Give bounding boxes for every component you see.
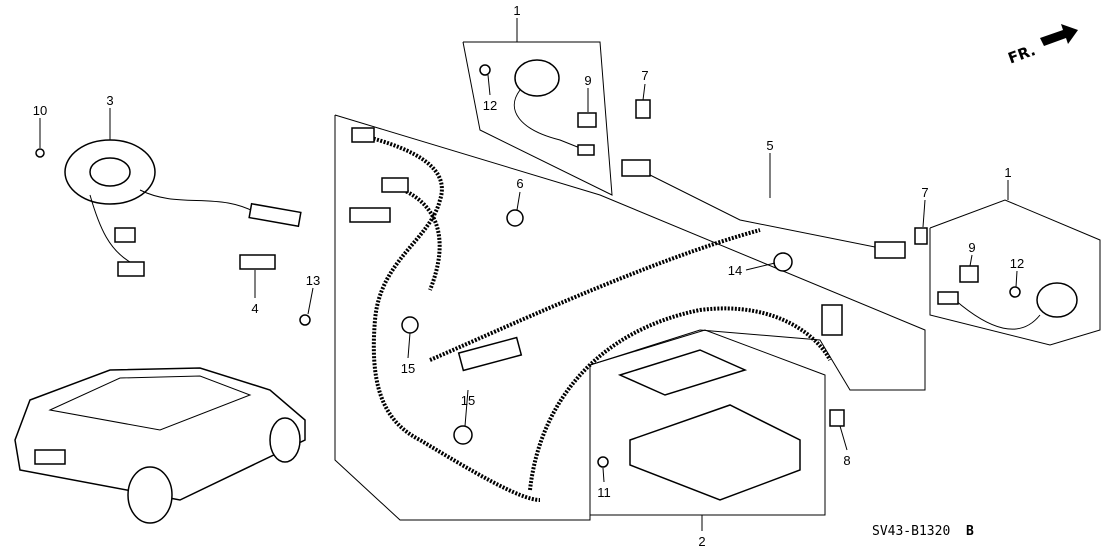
callout-8: 8 bbox=[843, 453, 850, 468]
callout-7-top: 7 bbox=[641, 68, 648, 83]
callout-12-top: 12 bbox=[483, 98, 497, 113]
front-direction-label: FR. bbox=[1006, 41, 1038, 67]
leader-lines bbox=[39, 18, 1018, 531]
clip-15-b bbox=[453, 425, 473, 445]
group-box-right-sensor bbox=[929, 199, 1101, 346]
callout-5: 5 bbox=[766, 138, 773, 153]
callout-13: 13 bbox=[306, 273, 320, 288]
diagram-code: SV43-B1320 bbox=[872, 524, 950, 539]
bolt-11 bbox=[597, 456, 609, 468]
group-box-harness bbox=[334, 114, 926, 521]
cable-reel-part bbox=[64, 139, 302, 277]
callout-9-right: 9 bbox=[968, 240, 975, 255]
callout-15-a: 15 bbox=[401, 361, 415, 376]
clip-7-top bbox=[635, 99, 651, 119]
srs-unit-2 bbox=[617, 349, 801, 501]
callout-11: 11 bbox=[597, 485, 611, 500]
bolt-12-top bbox=[479, 64, 491, 76]
callout-1-top: 1 bbox=[513, 3, 520, 18]
harness-5 bbox=[621, 159, 906, 259]
group-box-unit bbox=[589, 329, 826, 516]
group-box-top-sensor bbox=[462, 41, 613, 196]
impact-sensor-top bbox=[513, 59, 597, 156]
callout-9-top: 9 bbox=[584, 73, 591, 88]
callout-2: 2 bbox=[698, 534, 705, 549]
diagram-revision: B bbox=[966, 524, 974, 539]
callout-3: 3 bbox=[106, 93, 113, 108]
callout-15-b: 15 bbox=[461, 393, 475, 408]
callout-10: 10 bbox=[33, 103, 47, 118]
callout-12-right: 12 bbox=[1010, 256, 1024, 271]
impact-sensor-right bbox=[937, 265, 1078, 330]
callout-4: 4 bbox=[251, 301, 258, 316]
callout-6: 6 bbox=[516, 176, 523, 191]
clip-14 bbox=[773, 252, 793, 272]
callout-7-right: 7 bbox=[921, 185, 928, 200]
bolt-13 bbox=[299, 314, 311, 326]
screw-10 bbox=[35, 148, 45, 158]
main-harness bbox=[349, 127, 843, 502]
callout-1-right: 1 bbox=[1004, 165, 1011, 180]
clip-7-right bbox=[914, 227, 928, 245]
clip-15-a bbox=[401, 316, 419, 334]
callout-14: 14 bbox=[728, 263, 742, 278]
bolt-12-right bbox=[1009, 286, 1021, 298]
bracket-4 bbox=[239, 254, 276, 270]
front-direction-arrow-icon bbox=[1040, 24, 1078, 46]
car-location-illustration bbox=[14, 367, 306, 524]
clip-6 bbox=[506, 209, 524, 227]
clip-8 bbox=[829, 409, 845, 427]
